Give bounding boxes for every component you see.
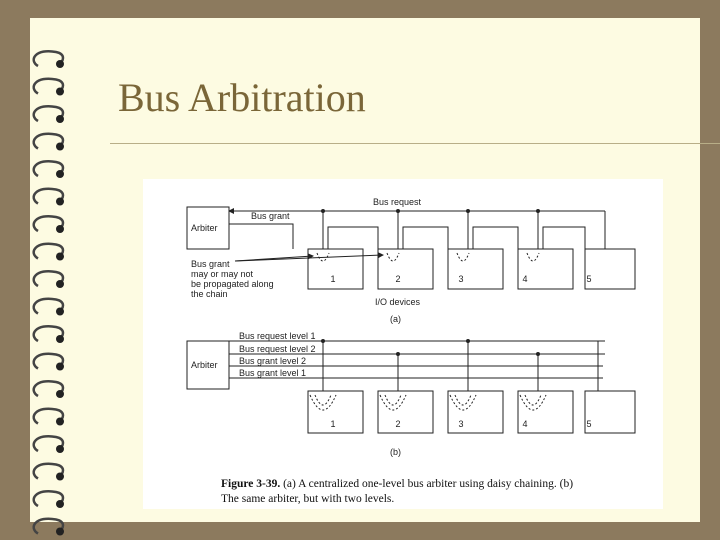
part-b-label: (b) xyxy=(390,447,401,457)
binding-hole-icon xyxy=(56,115,64,123)
note-line-4: the chain xyxy=(191,289,228,299)
binding-hole-icon xyxy=(56,472,64,481)
part-a-dots xyxy=(321,209,540,213)
binding-hole-icon xyxy=(56,87,64,96)
device-a-3: 3 xyxy=(458,274,463,284)
device-b-4: 4 xyxy=(522,419,527,429)
figure-caption: Figure 3-39. (a) A centralized one-level… xyxy=(221,477,581,507)
device-b-3: 3 xyxy=(458,419,463,429)
line-request-level-1: Bus request level 1 xyxy=(239,331,316,341)
binding-hole-icon xyxy=(56,142,64,151)
figure-caption-text: (a) A centralized one-level bus arbiter … xyxy=(221,478,574,505)
device-a-4: 4 xyxy=(522,274,527,284)
figure: Bus request Arbiter Bus grant Bus grant … xyxy=(143,179,663,509)
io-devices-label: I/O devices xyxy=(375,297,421,307)
binding-hole-icon xyxy=(56,280,64,288)
line-grant-level-1: Bus grant level 1 xyxy=(239,368,306,378)
part-b-dots xyxy=(321,339,540,356)
part-a xyxy=(186,206,636,290)
arbiter-label-b: Arbiter xyxy=(191,360,218,370)
arbiter-label-a: Arbiter xyxy=(191,223,218,233)
binding-hole-icon xyxy=(56,170,64,178)
binding-hole-icon xyxy=(56,527,64,536)
spiral-binding-icon xyxy=(32,49,65,536)
device-b-2: 2 xyxy=(395,419,400,429)
binding-hole-icon xyxy=(56,307,64,316)
line-request-level-2: Bus request level 2 xyxy=(239,344,316,354)
binding-hole-icon xyxy=(56,197,64,206)
device-a-2: 2 xyxy=(395,274,400,284)
device-a-1: 1 xyxy=(330,274,335,284)
device-a-5: 5 xyxy=(586,274,591,284)
binding-hole-icon xyxy=(56,390,64,398)
line-grant-level-2: Bus grant level 2 xyxy=(239,356,306,366)
slide: Bus Arbitration xyxy=(30,18,720,536)
bus-arbitration-diagram: Bus request Arbiter Bus grant Bus grant … xyxy=(186,197,636,457)
figure-number: Figure 3-39. xyxy=(221,478,281,490)
slide-title: Bus Arbitration xyxy=(118,75,366,120)
binding-hole-icon xyxy=(56,500,64,508)
part-b xyxy=(186,340,636,434)
binding-hole-icon xyxy=(56,60,64,68)
binding-hole-icon xyxy=(56,417,64,426)
binding-hole-icon xyxy=(56,445,64,453)
note-line-2: may or may not xyxy=(191,269,254,279)
binding-hole-icon xyxy=(56,225,64,233)
binding-hole-icon xyxy=(56,252,64,261)
device-b-1: 1 xyxy=(330,419,335,429)
part-a-label: (a) xyxy=(390,314,401,324)
binding-hole-icon xyxy=(56,362,64,371)
title-divider xyxy=(110,143,720,144)
device-b-5: 5 xyxy=(586,419,591,429)
binding-hole-icon xyxy=(56,335,64,343)
bus-grant-label: Bus grant xyxy=(251,211,290,221)
note-line-3: be propagated along xyxy=(191,279,274,289)
note-line-1: Bus grant xyxy=(191,259,230,269)
bus-request-label: Bus request xyxy=(373,197,422,207)
